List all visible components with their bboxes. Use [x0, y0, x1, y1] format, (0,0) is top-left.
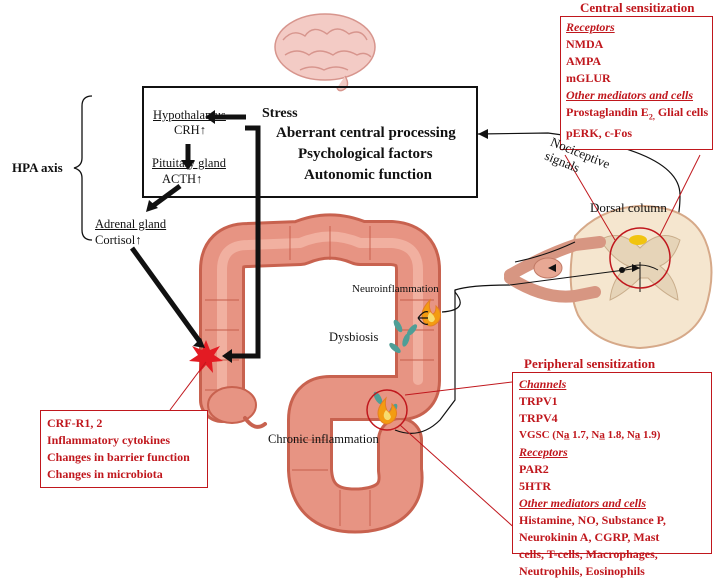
colon-effect-item: Inflammatory cytokines [47, 433, 170, 447]
peripheral-mediator-item: Histamine, NO, Substance P, [519, 513, 666, 527]
central-mediator-item: Prostaglandin E2, Glial cells [566, 104, 709, 125]
peripheral-sensitization-box: Channels TRPV1 TRPV4 VGSC (Na̲ 1.7, Na̲ … [512, 372, 712, 578]
colon-effects-box: CRF-R1, 2 Inflammatory cytokines Changes… [40, 410, 208, 488]
dysbiosis-label: Dysbiosis [329, 330, 379, 344]
chronic-inflammation-circle [366, 389, 408, 431]
peripheral-receptor-item: 5HTR [519, 479, 552, 493]
nerve-fibers [417, 311, 429, 325]
flame-icon-neuro [421, 298, 442, 327]
central-processing-box [142, 86, 478, 198]
dorsal-column-label: Dorsal column [590, 200, 667, 215]
peripheral-sensitization-title: Peripheral sensitization [524, 356, 656, 371]
central-receptors-header: Receptors [566, 20, 615, 34]
inflammation-star [189, 340, 223, 373]
hpa-axis-label: HPA axis [12, 160, 63, 175]
hypothalamus-label: Hypothalamus [153, 108, 226, 122]
acth-text: ACTH [162, 172, 197, 186]
colon-effect-item: Changes in barrier function [47, 450, 190, 464]
acth-up-arrow: ↑ [196, 172, 203, 186]
diagram: HPA axis Hypothalamus Stress CRH↑ Pituit… [12, 0, 713, 578]
peripheral-channel-item: VGSC (Na̲ 1.7, Na̲ 1.8, Na̲ 1.9) [519, 429, 661, 441]
neuroinflammation-label: Neuroinflammation [352, 283, 439, 295]
stress-label: Stress [262, 106, 298, 121]
central-sensitization-title: Central sensitization [580, 0, 695, 15]
crh-text: CRH [174, 123, 200, 137]
peripheral-channel-item: TRPV4 [519, 411, 558, 425]
central-receptor-item: mGLUR [566, 71, 611, 85]
colon-effect-item: CRF-R1, 2 [47, 416, 103, 430]
peripheral-mediator-item: Neutrophils, Eosinophils [519, 564, 645, 578]
crh-up-arrow: ↑ [199, 123, 206, 137]
diagram-artwork [73, 13, 713, 541]
cortisol-label: Cortisol↑ [95, 233, 142, 248]
peripheral-channels-header: Channels [519, 377, 567, 391]
central-mediator-pge-text: Prostaglandin E [566, 105, 649, 119]
peripheral-receptor-item: PAR2 [519, 462, 549, 476]
bacteria-icon [389, 319, 418, 354]
chronic-inflammation-label: Chronic inflammation [268, 432, 379, 446]
peripheral-mediator-item: cells, T-cells, Macrophages, [519, 547, 658, 561]
central-processing-line1: Aberrant central processing [276, 125, 456, 141]
peripheral-mediators-header: Other mediators and cells [519, 496, 647, 510]
central-receptor-item: AMPA [566, 54, 602, 68]
peripheral-mediator-item: Neurokinin A, CGRP, Mast [519, 530, 660, 544]
cortisol-text: Cortisol [95, 233, 136, 247]
acth-label: ACTH↑ [162, 172, 202, 187]
colon-effect-item: Changes in microbiota [47, 467, 163, 481]
central-processing-line2: Psychological factors [298, 146, 433, 162]
spinal-cord-illustration [504, 154, 713, 350]
colon-illustration [199, 213, 441, 534]
brain-illustration [274, 13, 376, 92]
central-mediator-item: pERK, c-Fos [566, 126, 632, 141]
cortisol-up-arrow: ↑ [135, 233, 142, 247]
central-receptor-item: NMDA [566, 37, 604, 51]
central-mediator-glial-text: Glial cells [654, 105, 709, 119]
crh-label: CRH↑ [174, 123, 206, 138]
hpa-arrows [129, 114, 261, 359]
peripheral-channel-item: TRPV1 [519, 394, 558, 408]
central-processing-line3: Autonomic function [304, 167, 432, 183]
central-mediators-header: Other mediators and cells [566, 88, 694, 102]
pituitary-label: Pituitary gland [152, 156, 226, 170]
flame-icon-chronic [377, 396, 398, 425]
central-mediator-pge-subscript: 2, [648, 112, 655, 122]
hpa-bracket [73, 95, 93, 241]
peripheral-receptors-header: Receptors [519, 445, 568, 459]
adrenal-label: Adrenal gland [95, 217, 167, 231]
central-sensitization-box: Receptors NMDA AMPA mGLUR Other mediator… [560, 16, 713, 150]
